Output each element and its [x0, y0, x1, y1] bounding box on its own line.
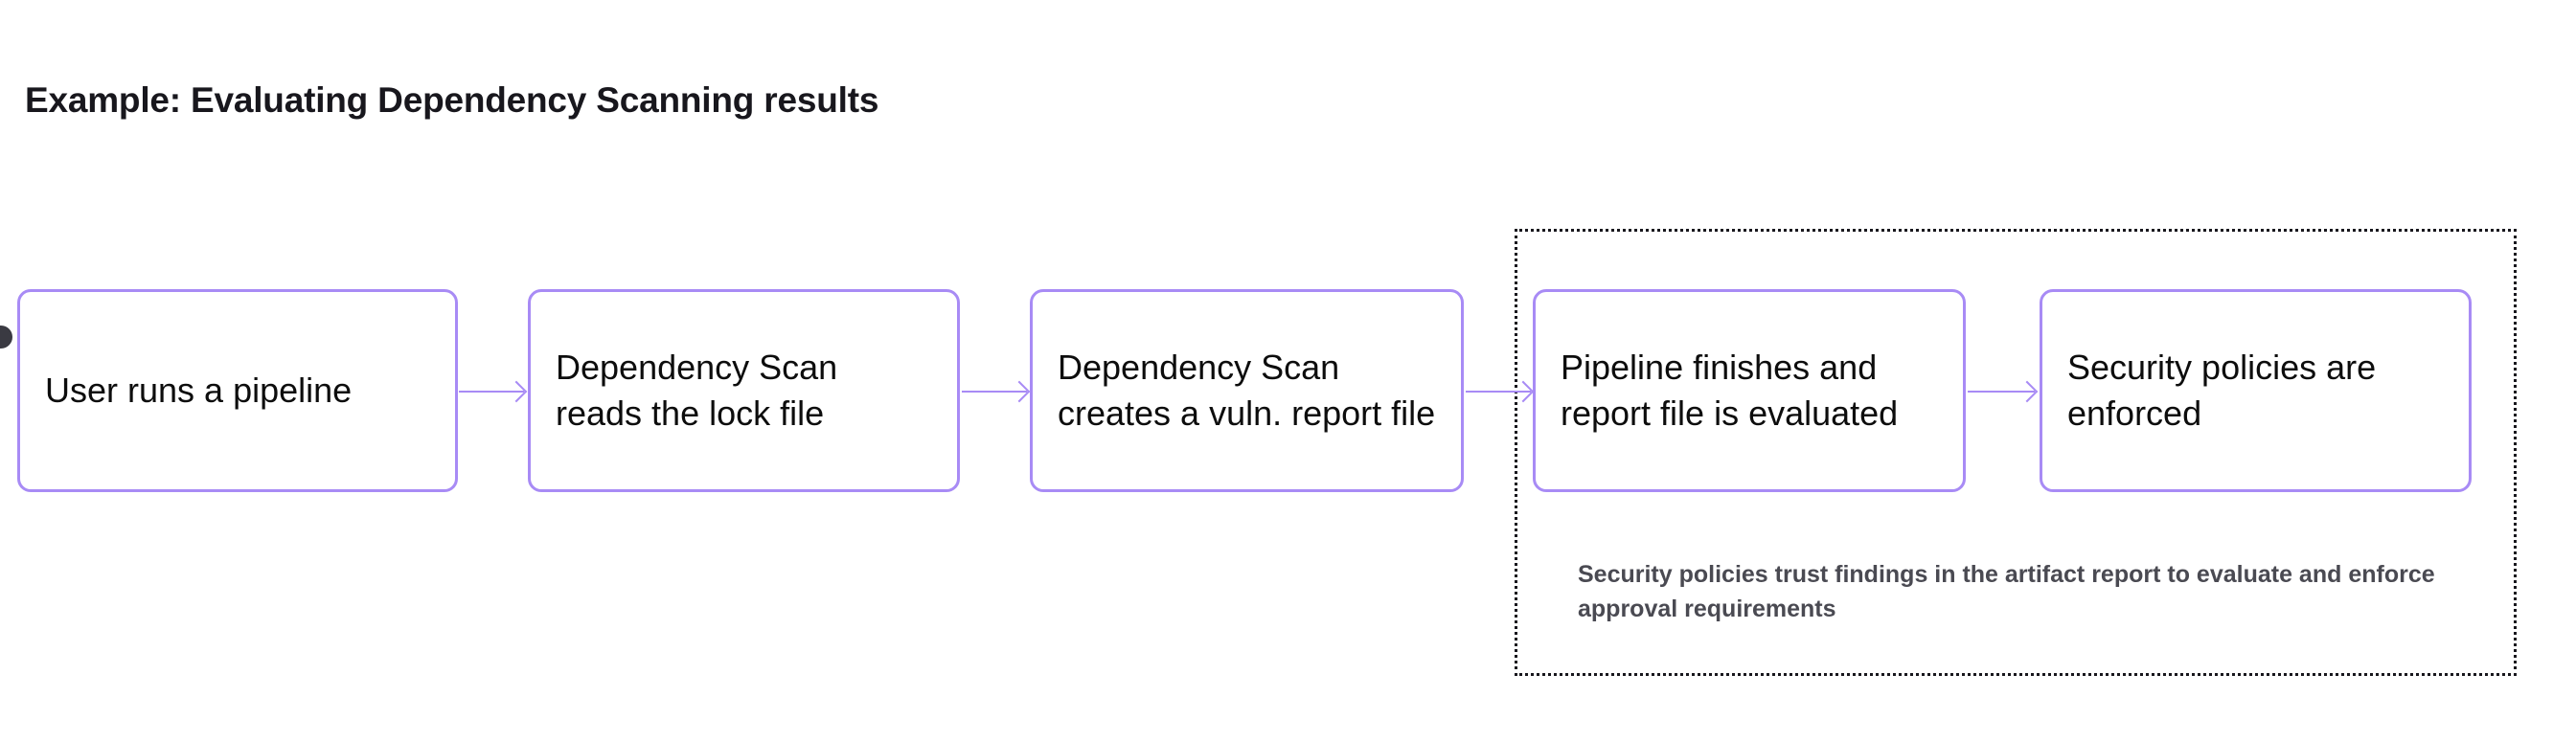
page-title: Example: Evaluating Dependency Scanning …	[25, 80, 879, 120]
arrow-head-icon	[1008, 380, 1031, 403]
flow-node-label: User runs a pipeline	[45, 370, 353, 410]
arrow-line	[962, 391, 1027, 393]
flow-node-label: Dependency Scan reads the lock file	[556, 347, 838, 433]
arrow-line	[1466, 391, 1531, 393]
flow-node-label: Security policies are enforced	[2067, 347, 2377, 433]
node-handle-icon	[0, 326, 12, 349]
flow-arrow-3	[1466, 379, 1535, 404]
arrow-head-icon	[1512, 380, 1535, 403]
flow-node-label: Pipeline finishes and report file is eva…	[1561, 347, 1899, 433]
arrow-head-icon	[505, 380, 528, 403]
flow-node-scan-creates-report[interactable]: Dependency Scan creates a vuln. report f…	[1030, 289, 1464, 492]
arrow-line	[459, 391, 524, 393]
flow-node-policies-enforced[interactable]: Security policies are enforced	[2040, 289, 2472, 492]
arrow-line	[1968, 391, 2035, 393]
flow-node-user-runs-pipeline[interactable]: User runs a pipeline	[17, 289, 458, 492]
flow-arrow-4	[1968, 379, 2039, 404]
group-caption: Security policies trust findings in the …	[1578, 561, 2435, 622]
flow-node-label: Dependency Scan creates a vuln. report f…	[1058, 347, 1436, 433]
security-policy-group	[1515, 229, 2517, 676]
flow-arrow-2	[962, 379, 1031, 404]
flow-node-pipeline-finishes[interactable]: Pipeline finishes and report file is eva…	[1533, 289, 1966, 492]
arrow-head-icon	[2016, 380, 2039, 403]
flow-node-scan-reads-lock-file[interactable]: Dependency Scan reads the lock file	[528, 289, 960, 492]
flow-arrow-1	[459, 379, 528, 404]
